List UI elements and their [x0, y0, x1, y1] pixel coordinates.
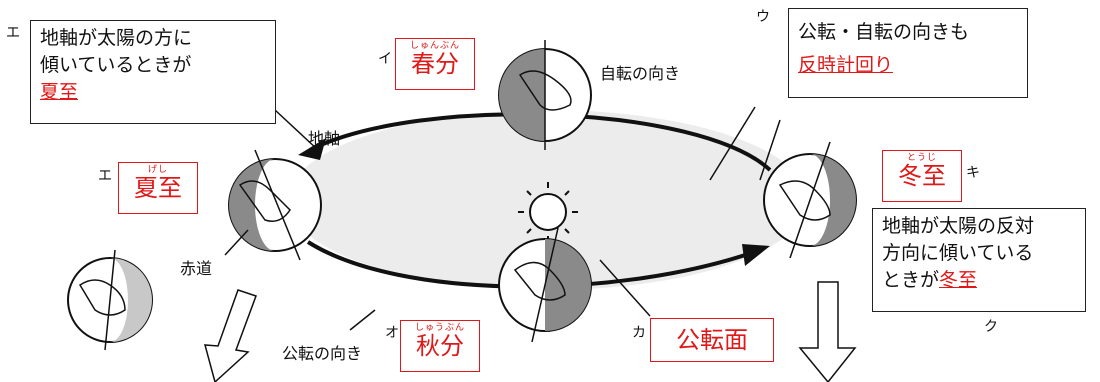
- season-autumn-kanji: 秋分: [416, 332, 464, 360]
- label-rotation-direction: 自転の向き: [600, 64, 681, 83]
- season-summer-kanji: 夏至: [134, 174, 182, 202]
- leader-summer-callout: [274, 109, 319, 151]
- marker-u: ウ: [756, 9, 770, 25]
- globe-autumn-icon: [498, 227, 592, 343]
- leader-axis: [317, 139, 321, 156]
- callout-winter-solstice: 地軸が太陽の反対 方向に傾いている ときが冬至: [872, 208, 1086, 312]
- callout-winter-term: 冬至: [939, 269, 978, 291]
- callout-winter-line3-prefix: ときが: [882, 269, 940, 291]
- season-autumn-ruby: しゅうぶん: [414, 323, 465, 333]
- label-equator: 赤道: [180, 259, 213, 278]
- season-winter-ruby: とうじ: [906, 153, 937, 163]
- season-winter-label: とうじ 冬至: [882, 150, 962, 202]
- season-autumn-label: しゅうぶん 秋分: [400, 320, 480, 372]
- globe-winter-icon: [763, 141, 857, 259]
- callout-rotation-line1: 公転・自転の向きも: [798, 21, 970, 43]
- marker-ka: カ: [632, 325, 646, 341]
- marker-o: オ: [385, 325, 399, 341]
- marker-i: イ: [378, 51, 392, 67]
- label-orbit-plane: 公転面: [650, 318, 774, 362]
- season-spring-ruby: しゅんぶん: [409, 41, 460, 51]
- label-orbit-plane-text: 公転面: [676, 326, 748, 354]
- callout-summer-solstice: 地軸が太陽の方に 傾いているときが 夏至: [30, 20, 276, 124]
- season-winter-kanji: 冬至: [898, 162, 946, 190]
- leader-rotation-callout-a: [709, 106, 756, 181]
- callout-rotation-term: 反時計回り: [798, 54, 894, 76]
- callout-winter-line1: 地軸が太陽の反対: [882, 215, 1035, 237]
- orbit-arrowhead-bottom: [742, 244, 770, 266]
- label-axis: 地軸: [308, 129, 341, 148]
- leader-orbit-plane: [599, 259, 651, 317]
- marker-e-summer: エ: [98, 168, 112, 184]
- callout-summer-line1: 地軸が太陽の方に: [40, 27, 193, 49]
- leader-equator: [224, 229, 249, 256]
- down-arrow-right: [798, 281, 857, 382]
- marker-ki: キ: [966, 165, 980, 181]
- season-spring-kanji: 春分: [411, 50, 459, 78]
- label-revolution-direction: 公転の向き: [282, 344, 363, 363]
- globe-summer-icon: [228, 149, 322, 261]
- season-spring-label: しゅんぶん 春分: [395, 38, 475, 90]
- leader-rotation-callout-b: [759, 119, 781, 181]
- marker-e-top: エ: [6, 25, 20, 41]
- callout-summer-term: 夏至: [40, 81, 79, 103]
- globe-small-icon: [67, 249, 153, 351]
- down-arrow-left: [203, 289, 257, 382]
- marker-ku: ク: [984, 319, 998, 335]
- callout-rotation-direction: 公転・自転の向きも 反時計回り: [788, 8, 1028, 98]
- globe-spring-icon: [498, 40, 592, 150]
- season-summer-label: げし 夏至: [118, 162, 198, 214]
- leader-revolution: [349, 309, 376, 331]
- season-summer-ruby: げし: [147, 165, 168, 175]
- callout-winter-line2: 方向に傾いている: [882, 242, 1034, 264]
- callout-summer-line2: 傾いているときが: [40, 54, 192, 76]
